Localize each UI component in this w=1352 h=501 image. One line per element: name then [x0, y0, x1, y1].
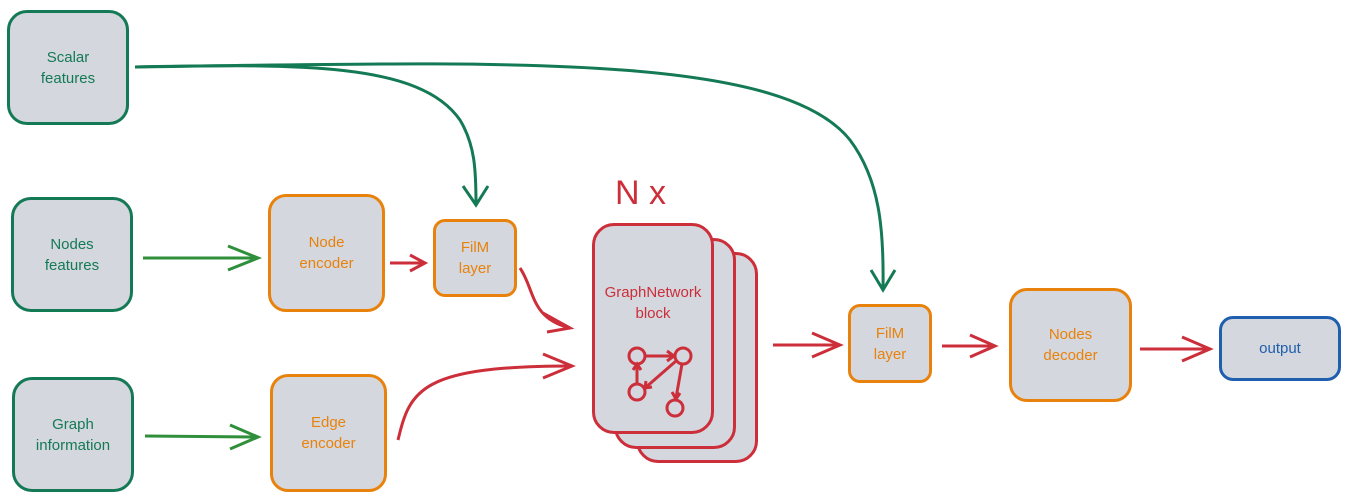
scalar-features-line1: Scalar: [46, 48, 90, 66]
graph-icon-node-b: [673, 346, 693, 366]
graph-information-line1: Graph: [52, 415, 94, 433]
graph-icon-node-d: [665, 398, 685, 418]
output-label: output: [1259, 340, 1301, 357]
arrowhead-edge-to-block: [542, 352, 576, 380]
film-layer-1-line1: FilM: [460, 239, 490, 256]
arrowhead-nodes-to-encoder: [227, 244, 263, 272]
arrowhead-block-to-film2: [811, 331, 844, 359]
arrowhead-scalar-to-film1: [461, 185, 490, 208]
repeat-count-label: N x: [615, 174, 666, 212]
graph-icon-edge-bd: [674, 363, 684, 399]
nodes-decoder-line2: decoder: [1043, 347, 1098, 364]
film-layer-2-line2: layer: [873, 345, 907, 363]
nodes-features-line2: features: [44, 256, 100, 274]
graph-network-block: GraphNetwork block: [592, 223, 714, 434]
graph-network-line2: block: [635, 305, 671, 322]
node-encoder-line2: encoder: [299, 255, 354, 272]
arrow-scalar-to-film2: [134, 62, 885, 291]
arrow-edge-to-block: [396, 364, 573, 441]
scalar-features-box: Scalar features: [7, 10, 129, 125]
output-box: output: [1219, 316, 1341, 381]
arrowhead-scalar-to-film2: [869, 269, 897, 293]
film-layer-2-box: FilM layer: [848, 304, 932, 383]
graph-network-line1: GraphNetwork: [604, 284, 702, 301]
graph-icon-node-c: [627, 382, 647, 402]
node-encoder-line1: Node: [308, 234, 345, 251]
arrowhead-encoder-to-film1: [409, 253, 429, 273]
arrow-film1-to-block: [518, 267, 571, 330]
film-layer-1-box: FilM layer: [433, 219, 517, 297]
nodes-features-line1: Nodes: [50, 235, 94, 253]
edge-encoder-line2: encoder: [301, 435, 356, 452]
film-layer-1-line2: layer: [458, 260, 492, 277]
arrow-scalar-to-film1: [134, 64, 478, 206]
edge-encoder-line1: Edge: [310, 414, 347, 431]
arrowhead-graph-to-encoder: [229, 423, 262, 451]
graph-information-line2: information: [35, 436, 111, 454]
edge-encoder-box: Edge encoder: [270, 374, 387, 492]
graph-information-box: Graph information: [12, 377, 134, 492]
nodes-decoder-line1: Nodes: [1048, 326, 1093, 343]
graph-icon-edge-bc: [644, 359, 677, 390]
arrowhead-film1-to-block: [542, 311, 575, 334]
arrowhead-film2-to-decoder: [969, 333, 999, 359]
graph-network-label: GraphNetwork block: [595, 282, 711, 324]
film-layer-2-line1: FilM: [875, 324, 905, 342]
arrow-graph-to-encoder: [144, 434, 259, 439]
node-encoder-box: Node encoder: [268, 194, 385, 312]
nodes-decoder-box: Nodes decoder: [1009, 288, 1132, 402]
arrowhead-decoder-to-output: [1181, 335, 1214, 363]
nodes-features-box: Nodes features: [11, 197, 133, 312]
scalar-features-line2: features: [40, 69, 96, 87]
graph-icon: [627, 346, 693, 418]
